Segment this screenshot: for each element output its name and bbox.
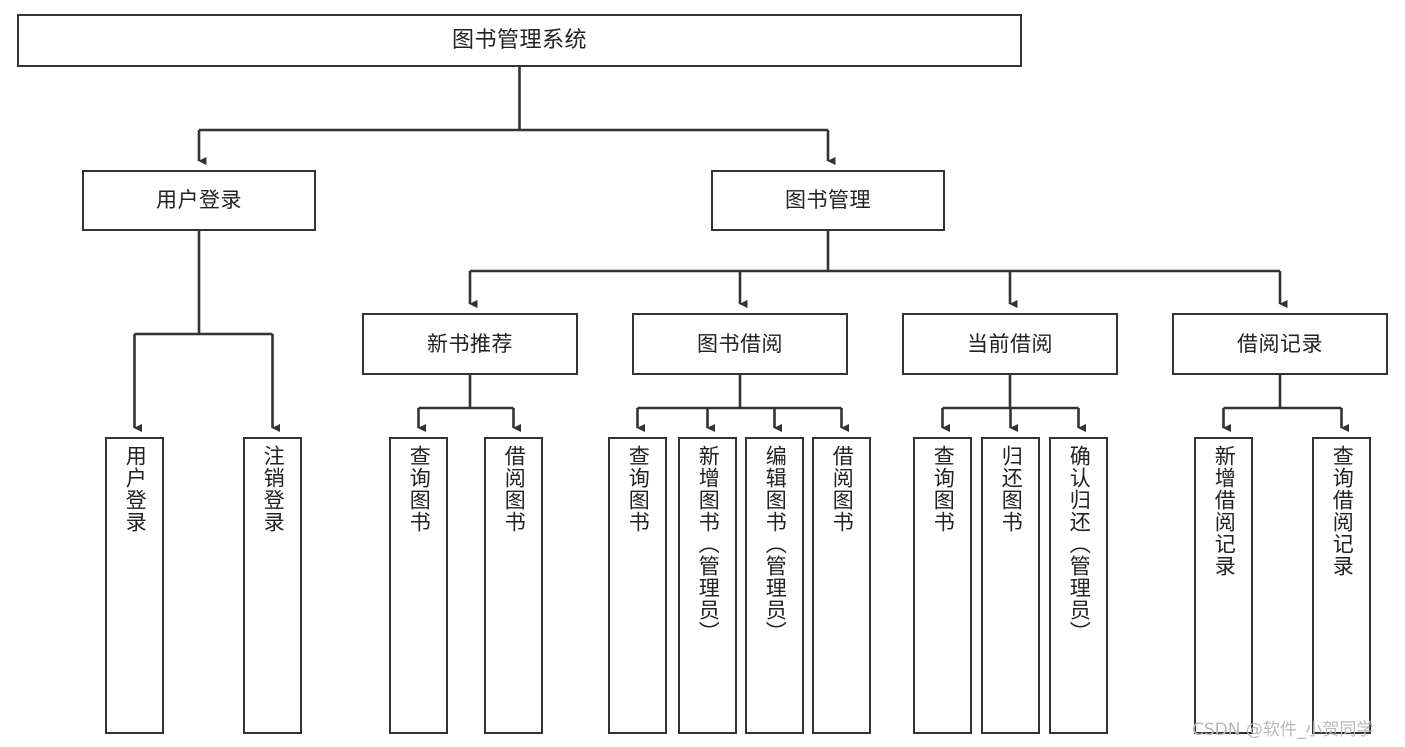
node-current[interactable]: 当前借阅	[902, 313, 1118, 375]
node-leaf5[interactable]: 查询图书	[608, 437, 667, 734]
node-label: 注销登录	[261, 445, 286, 533]
node-label: 借阅记录	[1237, 331, 1323, 356]
node-leaf8[interactable]: 借阅图书	[812, 437, 871, 734]
node-leaf3[interactable]: 查询图书	[389, 437, 448, 734]
node-label: 新增图书（管理员）	[696, 445, 721, 643]
node-leaf13[interactable]: 查询借阅记录	[1312, 437, 1371, 734]
node-label: 用户登录	[123, 445, 148, 533]
node-label: 确认归还（管理员）	[1067, 445, 1092, 643]
node-label: 图书管理	[785, 188, 871, 213]
node-leaf12[interactable]: 新增借阅记录	[1194, 437, 1253, 734]
node-label: 查询图书	[931, 445, 956, 533]
node-label: 编辑图书（管理员）	[763, 445, 788, 643]
node-leaf4[interactable]: 借阅图书	[484, 437, 543, 734]
node-newbook[interactable]: 新书推荐	[362, 313, 578, 375]
node-label: 图书管理系统	[451, 27, 587, 53]
node-leaf11[interactable]: 确认归还（管理员）	[1049, 437, 1108, 734]
node-root[interactable]: 图书管理系统	[17, 14, 1022, 67]
node-leaf9[interactable]: 查询图书	[913, 437, 972, 734]
node-label: 用户登录	[156, 188, 242, 213]
node-leaf1[interactable]: 用户登录	[105, 437, 164, 734]
node-label: 归还图书	[999, 445, 1024, 533]
watermark-label: CSDN @软件_小贺同学	[1192, 720, 1374, 740]
node-leaf6[interactable]: 新增图书（管理员）	[678, 437, 737, 734]
node-login[interactable]: 用户登录	[82, 170, 316, 231]
node-label: 查询图书	[407, 445, 432, 533]
node-leaf7[interactable]: 编辑图书（管理员）	[745, 437, 804, 734]
node-label: 借阅图书	[830, 445, 855, 533]
node-leaf10[interactable]: 归还图书	[981, 437, 1040, 734]
node-label: 借阅图书	[502, 445, 527, 533]
node-borrow[interactable]: 图书借阅	[632, 313, 848, 375]
node-label: 查询图书	[626, 445, 651, 533]
node-leaf2[interactable]: 注销登录	[243, 437, 302, 734]
node-label: 查询借阅记录	[1330, 445, 1355, 577]
node-label: 新增借阅记录	[1212, 445, 1237, 577]
node-records[interactable]: 借阅记录	[1172, 313, 1388, 375]
edge-group	[133, 67, 1350, 433]
node-label: 图书借阅	[697, 331, 783, 356]
node-label: 新书推荐	[427, 331, 513, 356]
node-bookmgmt[interactable]: 图书管理	[711, 170, 945, 231]
node-label: 当前借阅	[967, 331, 1053, 356]
